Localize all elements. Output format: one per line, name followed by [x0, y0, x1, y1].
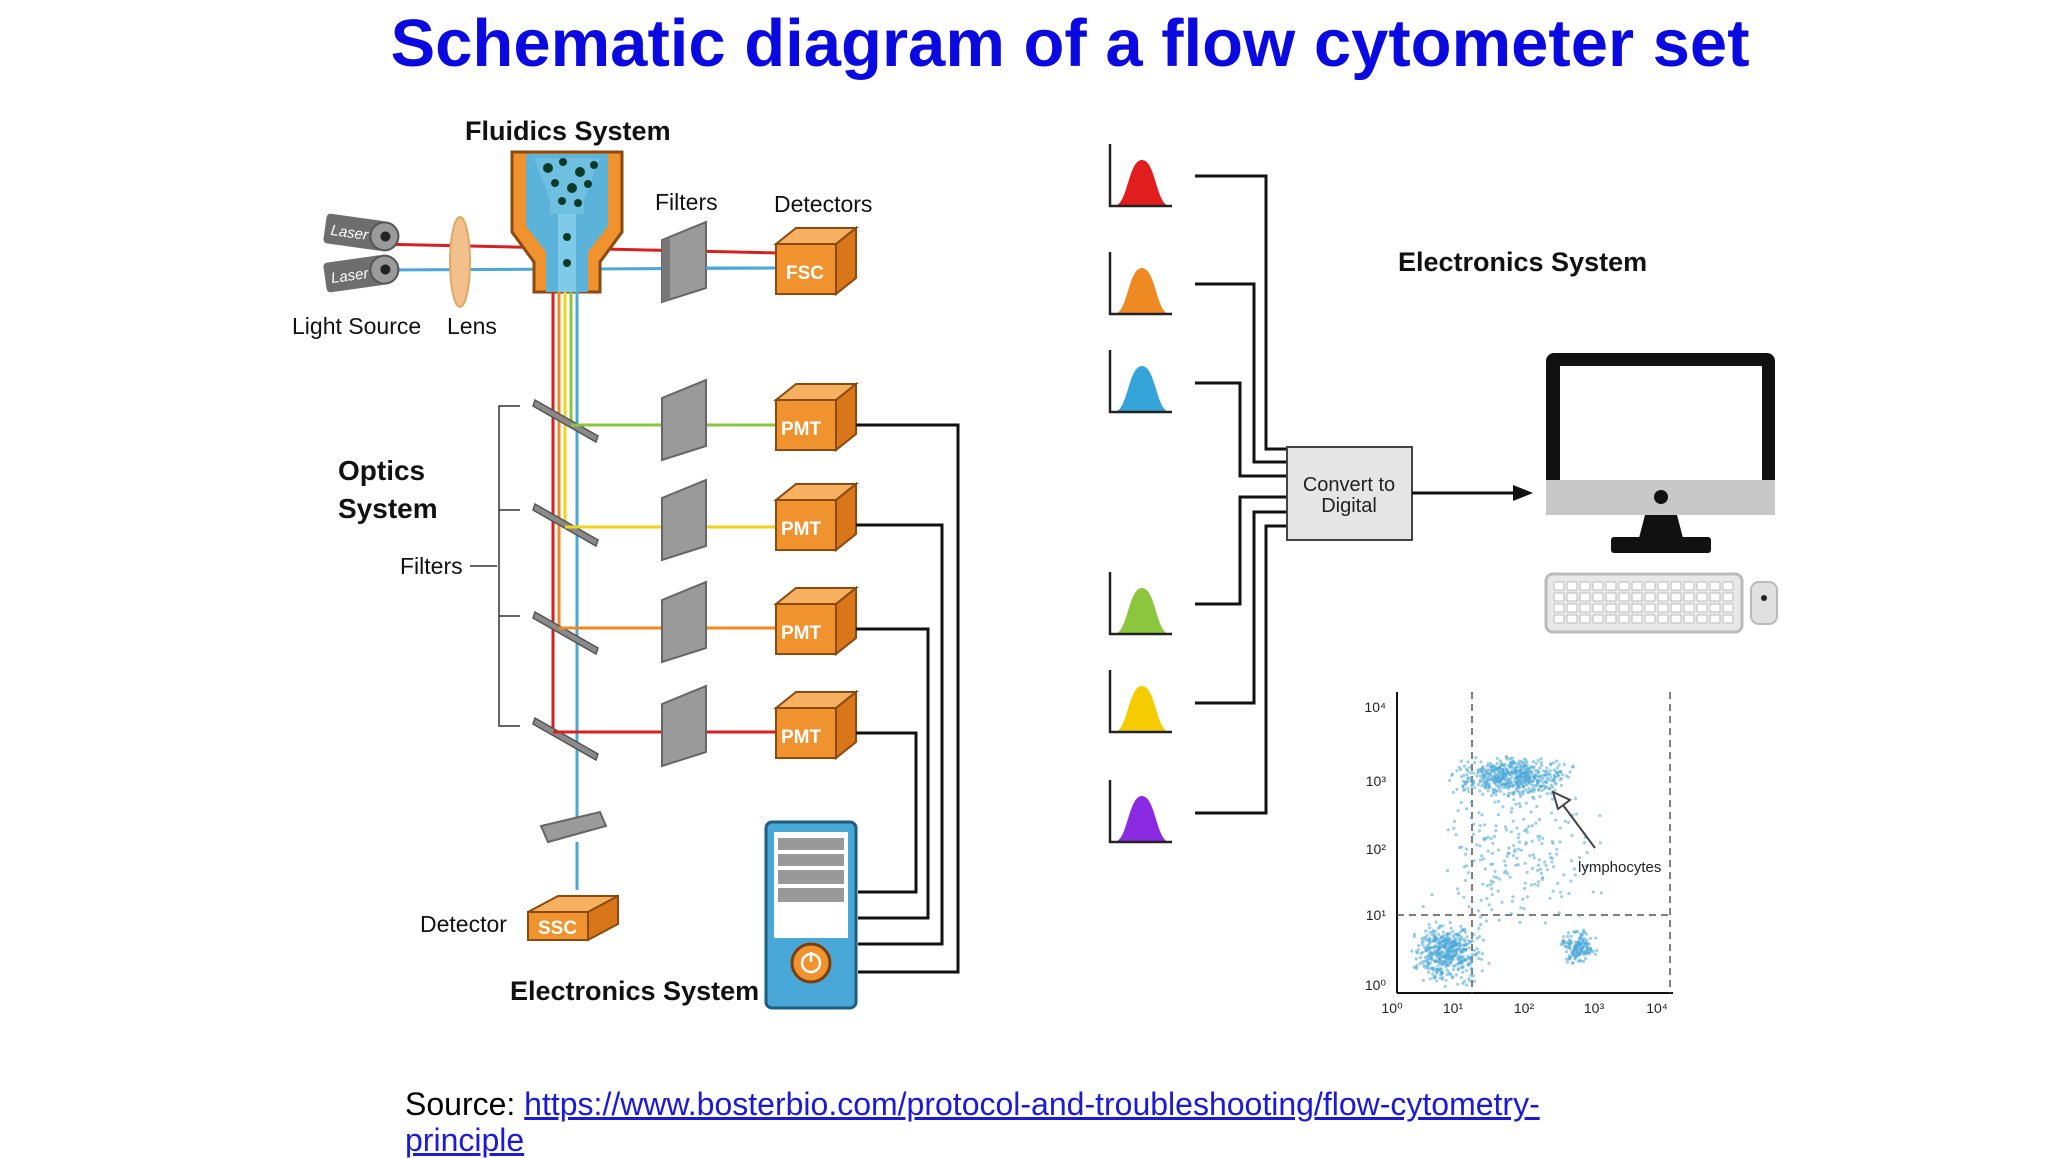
pmt-detector-box: PMT: [773, 689, 859, 761]
mouse-icon: [1750, 581, 1778, 625]
fluidics-heading: Fluidics System: [465, 116, 671, 146]
fsc-label: FSC: [786, 263, 824, 284]
signal-peak-icon: [1108, 572, 1172, 636]
pmt-label: PMT: [781, 419, 822, 440]
emission-filter-plates: [661, 378, 707, 768]
lens-icon: [449, 216, 471, 308]
ssc-mirror: [539, 810, 608, 844]
side-detector-label: Detector: [420, 911, 507, 937]
signal-peak-icon: [1108, 670, 1172, 734]
ssc-label: SSC: [538, 918, 577, 939]
signal-peak-icon: [1108, 252, 1172, 316]
pmt-detector-box: PMT: [773, 585, 859, 657]
optics-heading-line2: System: [338, 493, 438, 524]
lens-label: Lens: [447, 313, 497, 339]
x-tick-label: 10²: [1514, 1000, 1535, 1016]
y-tick-label: 10¹: [1366, 907, 1387, 923]
pmt-wires: [856, 423, 960, 974]
flow-cell-icon: [510, 150, 624, 294]
lymphocytes-annotation: lymphocytes: [1578, 859, 1661, 876]
peak-wires: [1195, 174, 1288, 815]
electronics-left-heading: Electronics System: [510, 976, 759, 1006]
source-prefix: Source:: [405, 1086, 525, 1122]
x-tick-label: 10⁰: [1381, 1000, 1403, 1016]
computer-tower-icon: [764, 820, 858, 1010]
y-tick-label: 10⁴: [1364, 699, 1386, 715]
dichroic-mirrors: [532, 398, 599, 762]
pmt-detector-box: PMT: [773, 481, 859, 553]
signal-peak-icon: [1108, 780, 1172, 844]
y-tick-label: 10²: [1366, 841, 1387, 857]
converter-line1: Convert to: [1303, 474, 1395, 496]
scatter-plot: 10⁰ 10¹ 10² 10³ 10⁴ 10⁴ 10³ 10² 10¹ 10⁰ lymphocy…: [1364, 692, 1673, 1016]
light-source-label: Light Source: [292, 313, 421, 339]
fsc-detector-box: FSC: [773, 225, 859, 297]
laser-label: Laser: [330, 265, 371, 287]
signal-peaks: [1108, 144, 1172, 844]
laser-icon: Laser: [323, 254, 400, 293]
top-filter-plate: [661, 220, 707, 304]
pmt-label: PMT: [781, 727, 822, 748]
monitor-icon: [1546, 353, 1775, 553]
x-tick-label: 10¹: [1443, 1000, 1464, 1016]
source-link[interactable]: https://www.bosterbio.com/protocol-and-t…: [405, 1086, 1540, 1158]
pmt-label: PMT: [781, 519, 822, 540]
laser-label: Laser: [330, 222, 371, 244]
electronics-right-heading: Electronics System: [1398, 247, 1647, 277]
signal-peak-icon: [1108, 144, 1172, 208]
detectors-label: Detectors: [774, 191, 872, 217]
ssc-detector-box: SSC: [527, 894, 619, 942]
pmt-label: PMT: [781, 623, 822, 644]
x-tick-label: 10³: [1584, 1000, 1605, 1016]
source-link-line2: principle: [405, 1122, 525, 1158]
converter-line2: Digital: [1321, 495, 1377, 517]
keyboard-icon: [1544, 572, 1744, 634]
source-citation: Source: https://www.bosterbio.com/protoc…: [405, 1086, 1605, 1158]
x-tick-label: 10⁴: [1646, 1000, 1668, 1016]
page-title: Schematic diagram of a flow cytometer se…: [390, 6, 1750, 81]
source-link-line1: https://www.bosterbio.com/protocol-and-t…: [524, 1086, 1540, 1122]
optics-heading-line1: Optics: [338, 455, 425, 486]
signal-peak-icon: [1108, 350, 1172, 414]
laser-icon: Laser: [323, 213, 400, 252]
y-tick-label: 10⁰: [1365, 977, 1387, 993]
filters-bracket: [498, 405, 520, 727]
y-tick-label: 10³: [1366, 773, 1387, 789]
top-filters-label: Filters: [655, 189, 718, 215]
pmt-detector-box: PMT: [773, 381, 859, 453]
optics-filters-label: Filters: [400, 553, 463, 579]
convert-to-digital-box: Convert to Digital: [1286, 446, 1413, 541]
